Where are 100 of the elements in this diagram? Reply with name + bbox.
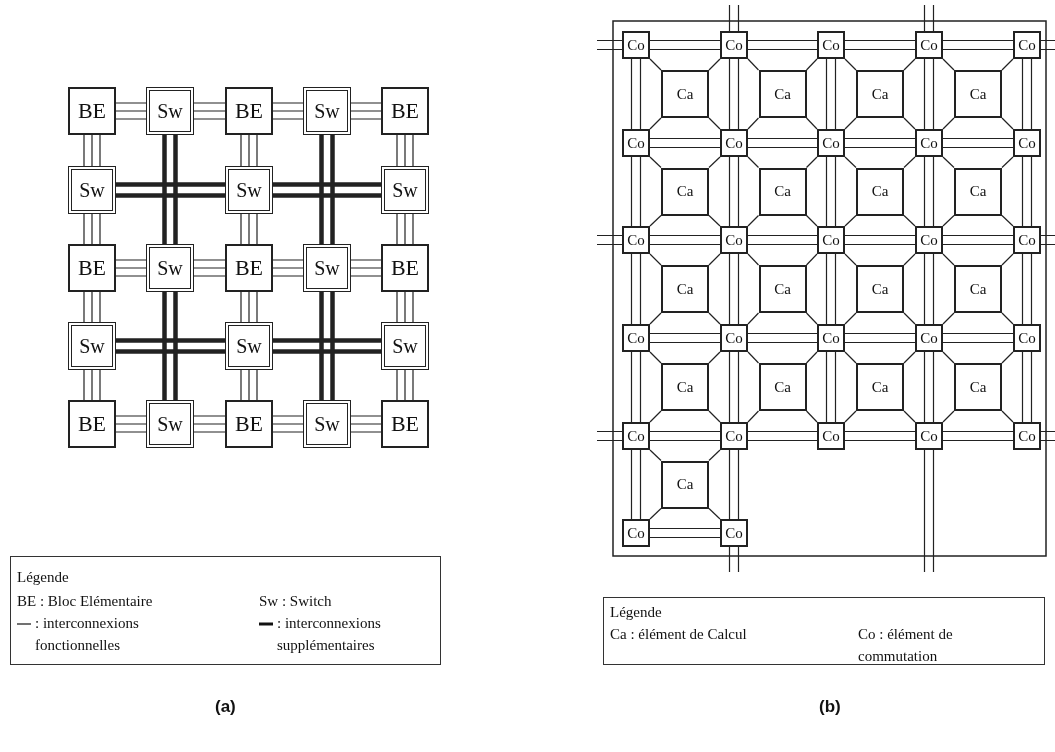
interconnect-line [903,410,916,423]
interconnect-line [805,253,818,266]
interconnect-line [708,449,721,462]
interconnect-line [728,4,740,32]
switch-node: Sw [68,322,116,370]
interconnect-line [747,156,760,169]
block-node: BE [381,244,429,292]
interconnect-line [649,410,662,423]
interconnect-line [825,58,837,130]
interconnect-line [596,234,623,246]
interconnect-line [1021,351,1033,423]
interconnect-line [193,259,226,277]
block-node: BE [68,87,116,135]
interconnect-line [115,415,147,433]
interconnect-line [1001,410,1014,423]
interconnect-line [825,351,837,423]
interconnect-line [1040,234,1055,246]
switching-node: Co [622,129,650,157]
interconnect-line [844,58,857,71]
legend-text: : interconnexions supplémentaires [277,614,382,655]
compute-node: Ca [758,167,807,216]
interconnect-line [708,312,721,325]
compute-node: Ca [954,70,1002,118]
switch-node: Sw [225,166,273,214]
interconnect-line [1040,430,1055,442]
interconnect-line [162,289,178,403]
interconnect-line [83,134,101,167]
interconnect-line [805,214,818,227]
interconnect-line [396,291,414,323]
interconnect-line [193,102,226,120]
interconnect-line [728,449,740,520]
interconnect-line [240,213,258,245]
compute-node: Ca [661,70,709,118]
switch-node: Sw [68,166,116,214]
interconnect-line [272,415,304,433]
interconnect-line [649,117,662,130]
block-node: BE [225,87,273,135]
switching-node: Co [1013,422,1041,450]
switch-node: Sw [146,244,194,292]
switching-node: Co [817,31,845,59]
interconnect-line [113,338,228,354]
interconnect-line [844,156,857,169]
switching-node: Co [622,422,650,450]
compute-node: Ca [954,265,1002,313]
interconnect-line [747,58,760,71]
interconnect-line [115,102,147,120]
legend-text: BE : Bloc Elémentaire [17,592,154,611]
interconnect-line [942,430,1014,442]
switching-node: Co [915,324,943,352]
interconnect-line [805,312,818,325]
interconnect-line [240,134,258,167]
interconnect-line [747,234,818,246]
switching-node: Co [817,129,845,157]
interconnect-line [923,58,935,130]
interconnect-line [649,332,721,344]
switching-node: Co [1013,226,1041,254]
interconnect-line [708,214,721,227]
interconnect-line [805,156,818,169]
interconnect-line [942,410,955,423]
interconnect-line [272,259,304,277]
compute-node: Ca [758,265,807,313]
interconnect-line [649,312,662,325]
switching-node: Co [720,31,748,59]
block-node: BE [225,244,273,292]
block-node: BE [381,87,429,135]
interconnect-line [747,39,818,51]
interconnect-line [1021,156,1033,227]
interconnect-line [708,156,721,169]
interconnect-line [1001,117,1014,130]
switching-node: Co [720,324,748,352]
interconnect-line [844,332,916,344]
interconnect-line [942,156,955,169]
interconnect-line [1001,156,1014,169]
interconnect-line [923,449,935,573]
switching-node: Co [622,31,650,59]
interconnect-line [649,58,662,71]
interconnect-line [728,351,740,423]
switching-node: Co [915,129,943,157]
interconnect-line [319,289,335,403]
interconnect-line [1021,58,1033,130]
interconnect-line [115,259,147,277]
interconnect-line [844,430,916,442]
compute-node: Ca [856,167,904,216]
switching-node: Co [817,226,845,254]
compute-node: Ca [856,70,904,118]
legend-text: Sw : Switch [259,592,333,611]
interconnect-line [844,137,916,149]
interconnect-line [844,253,857,266]
switching-node: Co [720,129,748,157]
interconnect-line [649,156,662,169]
interconnect-line [805,410,818,423]
compute-node: Ca [856,363,904,411]
legend-text: Ca : élément de Calcul [610,625,748,644]
switching-node: Co [622,324,650,352]
interconnect-line [903,253,916,266]
interconnect-line [596,39,623,51]
interconnect-line [844,234,916,246]
legend-title: Légende [17,569,69,586]
interconnect-line [649,507,662,520]
interconnect-line [805,117,818,130]
